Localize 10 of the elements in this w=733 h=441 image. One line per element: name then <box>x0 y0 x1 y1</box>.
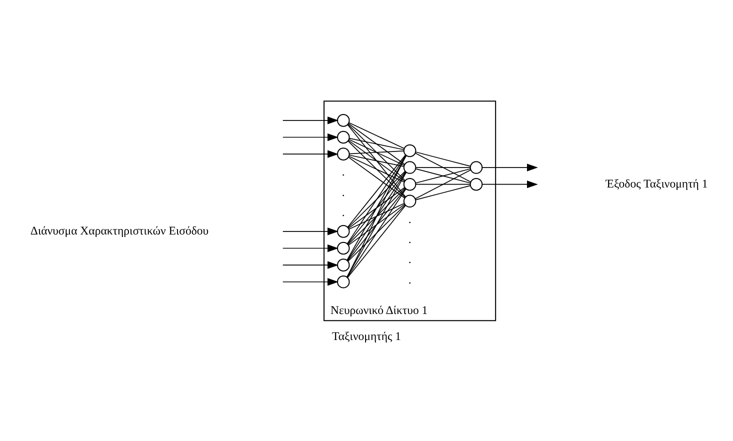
label: Έξοδος Ταξινομητή 1 <box>606 177 708 190</box>
label: Διάνυσμα Χαρακτηριστικών Εισόδου <box>30 224 209 238</box>
label: . <box>342 166 345 179</box>
caption: Ταξινομητής 1 <box>332 330 401 344</box>
label: . <box>408 232 412 246</box>
label: . <box>408 273 412 286</box>
label: . <box>408 253 412 266</box>
label: . <box>342 186 345 199</box>
label: . <box>342 206 345 220</box>
label: . <box>408 212 412 226</box>
